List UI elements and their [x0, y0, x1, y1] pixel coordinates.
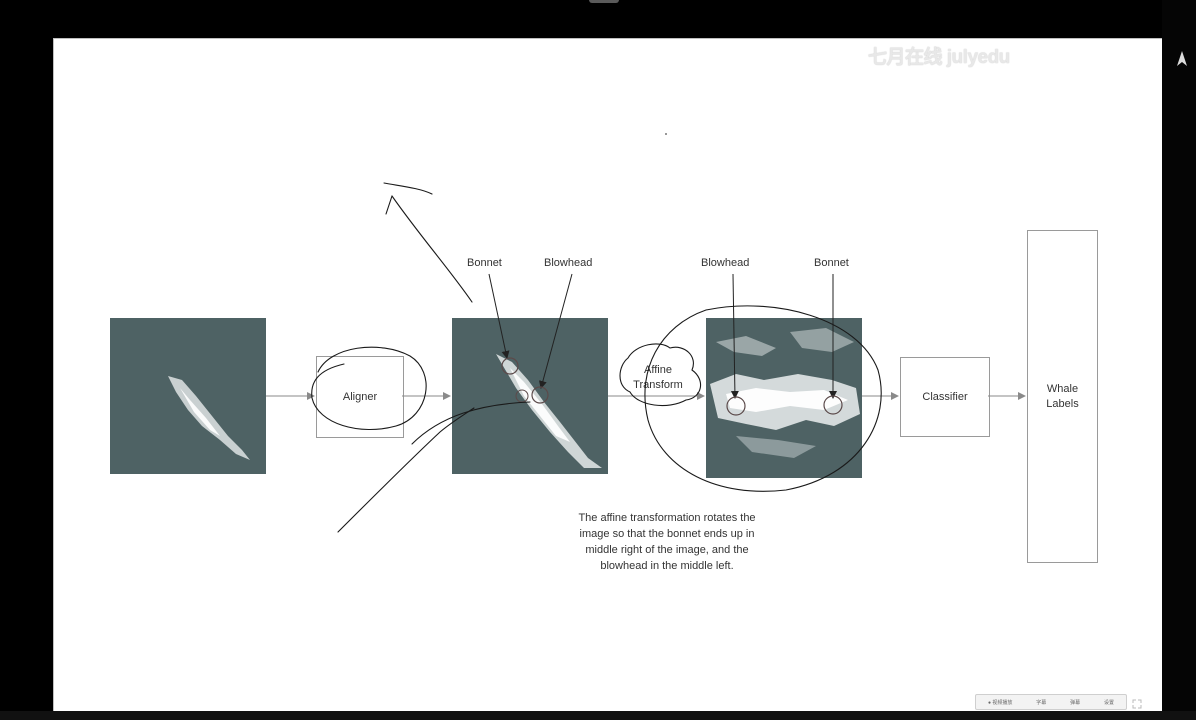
player-button-subtitles[interactable]: 字幕 [1036, 699, 1047, 706]
aligned-whale-image [452, 318, 608, 474]
blowhead-label-right: Blowhead [701, 257, 750, 269]
affine-label-line2: Transform [633, 379, 683, 391]
right-edge-strip [1162, 0, 1196, 720]
affine-transform-node: Affine Transform [628, 362, 688, 394]
bonnet-label-right: Bonnet [814, 257, 849, 269]
watermark-text: 七月在线 julyedu [868, 47, 1010, 68]
aligner-box: Aligner [316, 356, 404, 438]
bonnet-label-left: Bonnet [467, 257, 502, 269]
whale-labels-box: Whale Labels [1027, 230, 1098, 563]
pen-icon[interactable] [1176, 50, 1188, 68]
affine-label-line1: Affine [644, 364, 672, 376]
whale-texture-right [710, 328, 860, 458]
player-button-play[interactable]: ● 视频播放 [987, 699, 1013, 706]
player-control-bar: ● 视频播放 字幕 弹幕 设置 [975, 694, 1127, 710]
fullscreen-icon[interactable] [1132, 699, 1142, 709]
bottom-bar [0, 711, 1196, 720]
whale-texture-left [168, 376, 250, 460]
player-button-danmaku[interactable]: 弹幕 [1070, 699, 1081, 706]
transformed-whale-image [706, 318, 862, 478]
whale-labels-line2: Labels [1046, 397, 1079, 410]
input-whale-image [110, 318, 266, 474]
caption-line-1: The affine transformation rotates the [578, 512, 756, 524]
top-tab-handle[interactable] [589, 0, 619, 3]
caption-text: The affine transformation rotates the im… [548, 510, 786, 574]
blowhead-label-left: Blowhead [544, 257, 593, 269]
whale-labels-line1: Whale [1046, 382, 1079, 395]
classifier-box: Classifier [900, 357, 990, 437]
whale-texture-middle [496, 354, 602, 468]
caption-line-2: image so that the bonnet ends up in [579, 528, 755, 540]
caption-line-4: blowhead in the middle left. [600, 560, 734, 572]
caption-line-3: middle right of the image, and the [585, 544, 749, 556]
player-button-settings[interactable]: 设置 [1104, 699, 1115, 706]
